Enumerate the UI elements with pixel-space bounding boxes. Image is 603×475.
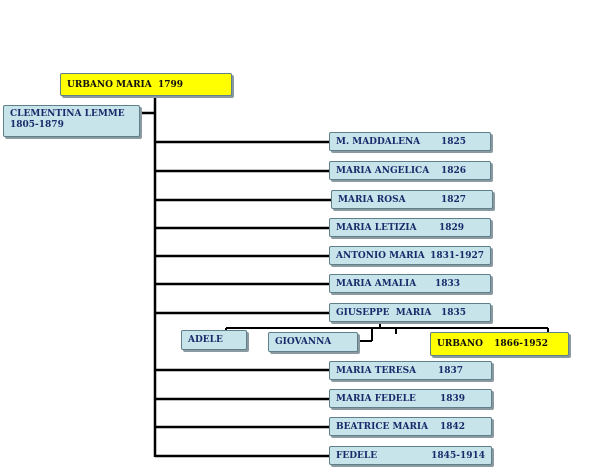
child-name: FEDELE [336, 450, 378, 461]
child-name: MARIA FEDELE [336, 393, 416, 404]
child-dates: 1842 [439, 421, 465, 432]
spouse-node: CLEMENTINA LEMME 1805-1879 [3, 105, 140, 137]
grandchild-name: URBANO [437, 339, 483, 349]
root-dates: 1799 [157, 79, 183, 90]
child-node: MARIA TERESA 1837 [329, 361, 492, 380]
child-dates: 1831-1927 [430, 250, 484, 261]
child-name: MARIA ANGELICA [336, 165, 430, 176]
child-dates: 1826 [440, 165, 466, 176]
child-node: MARIA FEDELE 1839 [329, 389, 492, 408]
child-dates: 1833 [434, 278, 460, 289]
child-name: ANTONIO MARIA [336, 250, 425, 261]
grandchild-name: GIOVANNA [275, 337, 332, 347]
root-node: URBANO MARIA 1799 [60, 73, 232, 96]
child-node: MARIA LETIZIA 1829 [329, 218, 491, 237]
child-node: MARIA AMALIA 1833 [329, 274, 491, 293]
child-node: BEATRICE MARIA 1842 [329, 417, 492, 436]
child-name: MARIA AMALIA [336, 278, 417, 289]
child-node: MARIA ROSA 1827 [331, 190, 493, 209]
child-node: FEDELE 1845-1914 [329, 446, 492, 465]
child-node: M. MADDALENA 1825 [329, 132, 491, 151]
child-dates: 1845-1914 [431, 450, 485, 461]
grandchild-node: GIOVANNA [268, 332, 358, 352]
child-dates: 1839 [439, 393, 465, 404]
child-dates: 1829 [438, 222, 464, 233]
grandchild-dates: 1866-1952 [494, 339, 548, 349]
child-dates: 1835 [440, 307, 466, 318]
child-name: M. MADDALENA [336, 136, 421, 147]
child-dates: 1837 [437, 365, 463, 376]
child-name: BEATRICE MARIA [336, 421, 429, 432]
grandchild-node-highlight: URBANO 1866-1952 [430, 332, 569, 356]
child-dates: 1825 [440, 136, 466, 147]
child-name: GIUSEPPE MARIA [336, 307, 432, 318]
child-dates: 1827 [440, 194, 466, 205]
root-name: URBANO MARIA [67, 79, 152, 90]
grandchild-node: ADELE [181, 330, 247, 350]
child-node: ANTONIO MARIA 1831-1927 [329, 246, 491, 265]
child-name: MARIA TERESA [336, 365, 417, 376]
grandchild-name: ADELE [188, 335, 223, 345]
child-node: MARIA ANGELICA 1826 [329, 161, 491, 180]
child-name: MARIA ROSA [338, 194, 406, 205]
spouse-dates: 1805-1879 [10, 120, 64, 130]
child-node: GIUSEPPE MARIA 1835 [329, 303, 491, 322]
spouse-name: CLEMENTINA LEMME [10, 109, 125, 119]
child-name: MARIA LETIZIA [336, 222, 417, 233]
